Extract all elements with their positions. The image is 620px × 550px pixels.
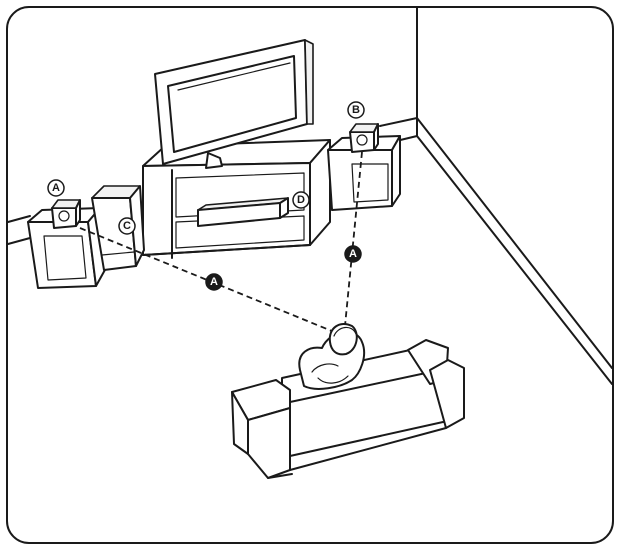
front-speaker-left — [51, 199, 81, 229]
listener-arm — [311, 363, 339, 373]
label-main-unit-text: D — [297, 194, 305, 206]
listener-head — [328, 323, 358, 356]
label-front-speaker-left-text: A — [52, 182, 60, 194]
label-front-speaker-right-circle — [347, 101, 365, 119]
sofa-foot-left — [267, 473, 293, 479]
label-main-unit-circle — [292, 191, 310, 209]
subwoofer-side — [129, 185, 145, 267]
tv-base — [205, 152, 223, 169]
subwoofer — [91, 185, 145, 271]
label-distance-right-text: A — [349, 248, 357, 260]
speaker-b-driver — [356, 134, 368, 146]
label-distance-right-circle — [344, 245, 362, 263]
speaker-a-driver — [58, 210, 70, 222]
right-stand-front — [327, 149, 393, 211]
baseboard-left-lower — [7, 237, 31, 245]
sofa-base-line — [289, 427, 447, 471]
tv-screen — [167, 55, 297, 153]
listener-back-fold — [317, 375, 349, 384]
frame-border — [6, 6, 614, 544]
label-distance-left-text: A — [210, 276, 218, 288]
tv-stand-base — [142, 244, 311, 256]
listener — [298, 323, 366, 390]
right-stand-side — [391, 135, 401, 207]
baseboard-back-upper — [379, 117, 418, 127]
label-front-speaker-right-text: B — [352, 104, 360, 116]
label-subwoofer-text: C — [123, 220, 131, 232]
label-distance-left: A — [205, 273, 223, 291]
label-front-speaker-left-circle — [47, 179, 65, 197]
label-subwoofer-circle — [118, 217, 136, 235]
baseboard-left-upper — [7, 215, 31, 223]
sofa-arm-left-side — [247, 407, 291, 479]
left-stand-panel — [43, 235, 87, 281]
right-stand-panel — [351, 163, 389, 203]
left-speaker-stand — [27, 207, 107, 289]
label-main-unit: D — [292, 191, 310, 209]
label-front-speaker-left: A — [47, 179, 65, 197]
distance-line-right — [343, 151, 363, 337]
speaker-a-side — [75, 199, 81, 227]
label-subwoofer: C — [118, 217, 136, 235]
listener-hair — [333, 326, 357, 337]
main-unit — [197, 197, 289, 227]
television — [154, 39, 314, 169]
label-front-speaker-right: B — [347, 101, 365, 119]
tv-screen-highlight — [177, 62, 291, 91]
speaker-b-side — [373, 123, 379, 151]
sofa — [231, 339, 465, 479]
label-distance-right: A — [344, 245, 362, 263]
baseboard-side-upper — [416, 117, 613, 369]
front-speaker-right — [349, 123, 379, 153]
main-unit-side — [279, 197, 289, 219]
sofa-arm-right — [429, 359, 465, 429]
baseboard-side-lower — [416, 135, 613, 385]
tv-stand-shelf-upper — [175, 172, 305, 218]
label-distance-left-circle — [205, 273, 223, 291]
tv-side — [304, 39, 314, 125]
subwoofer-base-line — [101, 251, 135, 256]
